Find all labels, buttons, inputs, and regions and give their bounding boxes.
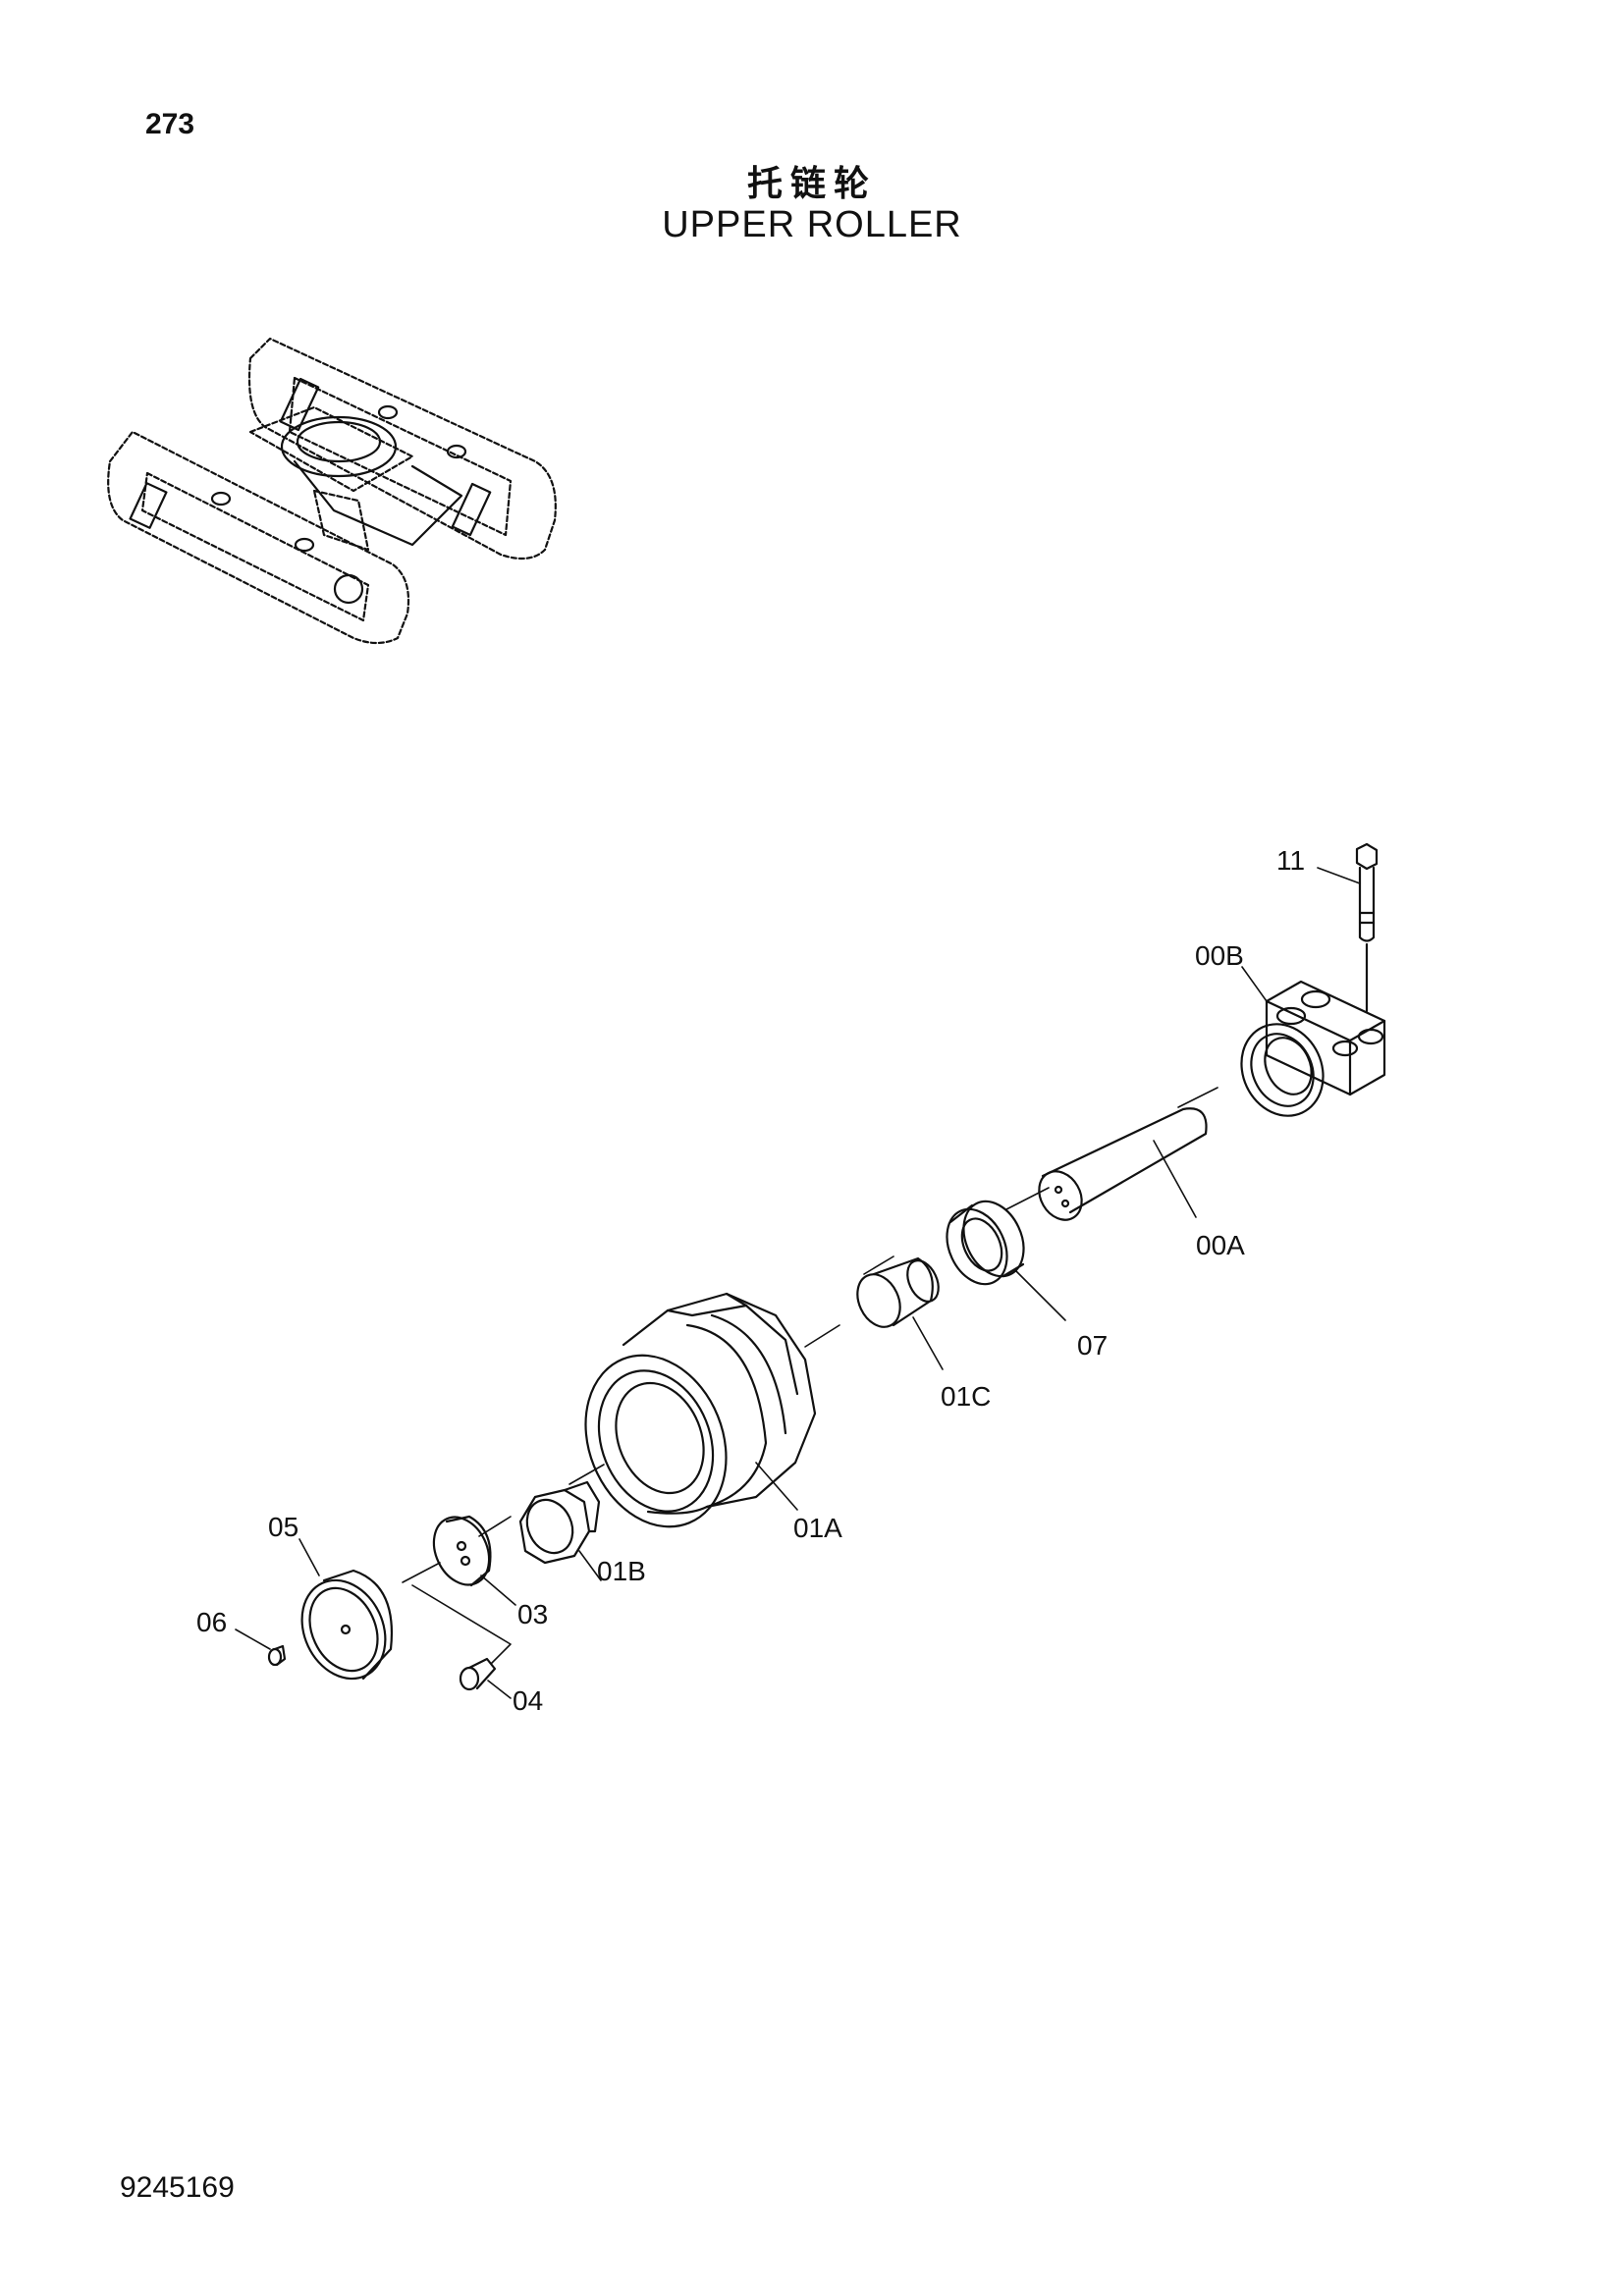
part-label-01A: 01A xyxy=(793,1513,842,1543)
part-label-01C: 01C xyxy=(941,1381,991,1412)
part-label-00B: 00B xyxy=(1195,940,1244,971)
end-cap-05 xyxy=(300,1569,393,1681)
part-label-05: 05 xyxy=(268,1512,298,1542)
bracket-00B xyxy=(1240,980,1386,1117)
bolt-11 xyxy=(1355,842,1379,1013)
plug-06 xyxy=(267,1644,287,1667)
page-title-chinese: 托链轮 xyxy=(746,164,877,204)
track-frame-overview xyxy=(107,337,557,645)
seal-07 xyxy=(946,1200,1025,1286)
track-frame-solid-details xyxy=(129,377,492,605)
page-title: UPPER ROLLER xyxy=(662,204,962,245)
part-label-04: 04 xyxy=(513,1685,543,1716)
part-label-07: 07 xyxy=(1077,1330,1108,1361)
bushing-01C xyxy=(856,1256,940,1328)
part-label-00A: 00A xyxy=(1196,1230,1245,1260)
cover-03 xyxy=(432,1515,492,1587)
roller-01A xyxy=(584,1292,817,1528)
nut-01B xyxy=(518,1480,601,1565)
part-label-06: 06 xyxy=(196,1607,227,1637)
assembly-axis-line xyxy=(402,1087,1218,1665)
screw-04 xyxy=(459,1657,497,1691)
leader-lines xyxy=(235,867,1361,1699)
part-label-03: 03 xyxy=(517,1599,548,1629)
part-label-01B: 01B xyxy=(597,1556,646,1586)
part-labels: 11 00B 00A 07 01C 01A 01B 05 06 03 04 xyxy=(196,845,1305,1716)
document-number: 9245169 xyxy=(120,2171,235,2204)
part-label-11: 11 xyxy=(1276,845,1305,876)
shaft-00A xyxy=(1038,1107,1208,1221)
page-number: 273 xyxy=(145,108,195,140)
